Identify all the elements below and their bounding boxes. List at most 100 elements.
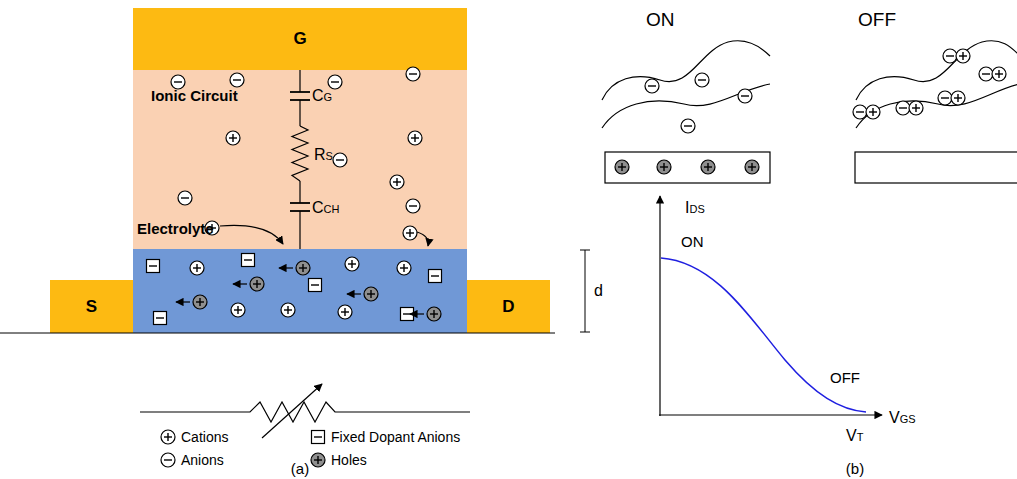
resistor-symbol [140, 402, 470, 422]
label-anchor: CG [312, 87, 332, 105]
hole-drift-arrow [347, 293, 361, 294]
axis-label: IDS [685, 199, 705, 217]
panel-label: (a) [291, 460, 309, 477]
anion-symbol [938, 91, 952, 105]
hole-symbol [615, 160, 629, 174]
state-label: OFF [858, 9, 896, 31]
cation-symbol [866, 105, 880, 119]
hole-drift-arrow [233, 283, 247, 284]
y-axis [659, 196, 660, 416]
curve-label: ON [681, 233, 704, 250]
label-anchor: (b) [846, 460, 864, 478]
fixed-anion-symbol [309, 279, 322, 292]
cation-symbol [992, 67, 1006, 81]
label-anchor: (a) [291, 460, 309, 478]
polymer-chain [856, 41, 1017, 100]
transfer-curve [661, 258, 866, 412]
source-electrode: S [50, 280, 133, 333]
anion-symbol [178, 191, 192, 205]
channel-box [605, 152, 770, 183]
fixed-anion-symbol [154, 312, 167, 325]
legend-entry: Holes [331, 451, 367, 469]
node-label: G [293, 29, 306, 49]
node-label: S [86, 297, 97, 317]
dimension-label: d [594, 282, 603, 300]
label-anchor: CCH [312, 199, 339, 217]
legend-text: Cations [181, 429, 228, 445]
node-label: Electrolyte [137, 220, 214, 237]
label-anchor: RS [314, 146, 333, 164]
node-label: Ionic Circuit [151, 87, 238, 104]
legend-text: Fixed Dopant Anions [331, 429, 460, 445]
cation-symbol [338, 305, 352, 319]
anion-symbol [161, 453, 175, 467]
cation-symbol [408, 131, 422, 145]
cation-symbol [161, 430, 175, 444]
hole-symbol [701, 160, 715, 174]
hole-symbol [427, 307, 441, 321]
drain-electrode: D [467, 280, 550, 333]
anion-symbol [943, 49, 957, 63]
label-anchor: ON [646, 9, 675, 31]
anion-symbol [645, 79, 659, 93]
label-anchor: ON [681, 233, 704, 251]
cation-symbol [956, 49, 970, 63]
cation-symbol [281, 303, 295, 317]
cation-symbol [403, 226, 417, 240]
capacitor-label: CCH [312, 199, 339, 217]
legend-text: Anions [181, 452, 224, 468]
thickness-dimension [580, 250, 590, 332]
cation-symbol [226, 131, 240, 145]
hole-symbol [296, 261, 310, 275]
cation-symbol [190, 261, 204, 275]
channel-box [855, 152, 1017, 183]
node-label: D [502, 297, 514, 317]
polymer-sketch [602, 41, 1017, 183]
anion-symbol [328, 75, 342, 89]
hole-symbol [311, 453, 325, 467]
state-label: ON [646, 9, 675, 31]
label-anchor: VGS [889, 409, 916, 427]
fixed-anion-symbol [147, 260, 160, 273]
legend-entry: Cations [181, 428, 228, 446]
anion-symbol [406, 199, 420, 213]
panel-label: (b) [846, 460, 864, 477]
label-anchor: IDS [685, 199, 705, 217]
cation-symbol [390, 175, 404, 189]
label-anchor: VT [846, 427, 863, 445]
text-anchor: Electrolyte [137, 220, 214, 238]
anion-symbol [681, 119, 695, 133]
hole-symbol [657, 160, 671, 174]
legend-entry: Fixed Dopant Anions [331, 428, 460, 446]
cation-symbol [397, 261, 411, 275]
anion-symbol [406, 67, 420, 81]
label-anchor: OFF [830, 369, 860, 387]
anion-symbol [695, 73, 709, 87]
label-anchor: OFF [858, 9, 896, 31]
anion-symbol [853, 105, 867, 119]
fixed-anion-symbol [429, 270, 442, 283]
fixed-anion-symbol [312, 431, 325, 444]
anion-symbol [896, 101, 910, 115]
fixed-anion-symbol [242, 254, 255, 267]
anion-symbol [738, 89, 752, 103]
label-anchor: d [594, 282, 603, 300]
cation-symbol [909, 101, 923, 115]
gate-electrode: G [133, 8, 467, 70]
axis-label: VT [846, 427, 863, 445]
capacitor-label: CG [312, 87, 332, 105]
hole-drift-arrow [279, 267, 293, 268]
x-axis [659, 414, 882, 415]
substrate-line [0, 333, 555, 334]
hole-drift-arrow [410, 313, 424, 314]
variable-arrow [262, 384, 322, 438]
axis-label: VGS [889, 409, 916, 427]
resistor-label: RS [314, 146, 333, 164]
anion-symbol [333, 153, 347, 167]
hole-symbol [745, 160, 759, 174]
text-anchor: Ionic Circuit [151, 87, 238, 105]
cation-symbol [951, 91, 965, 105]
anion-symbol [979, 67, 993, 81]
polymer-chain [856, 84, 1017, 128]
